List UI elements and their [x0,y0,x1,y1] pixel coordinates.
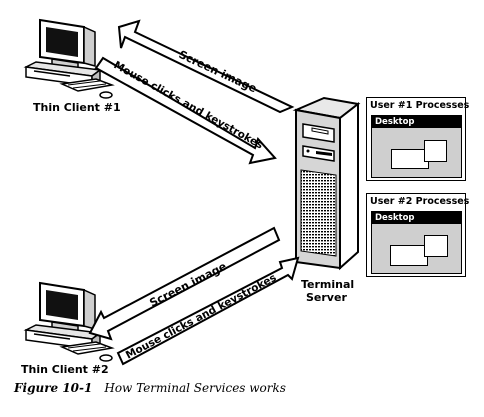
user-1-desktop-titlebar: Desktop [372,116,461,128]
user-1-processes-title: User #1 Processes [370,100,470,111]
user-1-desktop-label: Desktop [375,117,415,127]
figure-caption-text: How Terminal Services works [104,381,286,395]
terminal-server-icon [292,96,361,271]
arrow-screen-image-bottom [88,226,281,341]
user-2-desktop: Desktop [371,211,462,274]
user-2-window-front [424,235,448,257]
arrow-mouse-clicks-bottom [116,256,300,366]
user-2-processes-title: User #2 Processes [370,196,470,207]
user-1-desktop: Desktop [371,115,462,178]
user-2-window-back [390,245,428,266]
figure-number: Figure 10-1 [14,381,93,395]
figure-caption: Figure 10-1 How Terminal Services works [14,381,286,395]
user-1-processes-panel: User #1 Processes Desktop [366,97,470,181]
terminal-server-label-line2: Server [306,291,347,304]
user-2-desktop-titlebar: Desktop [372,212,461,224]
user-2-processes-panel: User #2 Processes Desktop [366,193,470,277]
arrow-screen-image-top [117,19,295,114]
user-1-window-front [424,140,447,162]
arrow-label-screen-image-top: Screen image [177,48,259,95]
thin-client-1-label: Thin Client #1 [33,101,121,114]
thin-client-2-label: Thin Client #2 [21,363,109,376]
thin-client-1-icon [23,18,115,99]
terminal-server-label-line1: Terminal [301,278,355,291]
arrow-label-mouse-clicks-top: Mouse clicks and keystrokes [112,59,265,151]
thin-client-2-icon [23,281,115,362]
user-2-desktop-label: Desktop [375,213,415,223]
arrow-mouse-clicks-top [94,56,277,165]
